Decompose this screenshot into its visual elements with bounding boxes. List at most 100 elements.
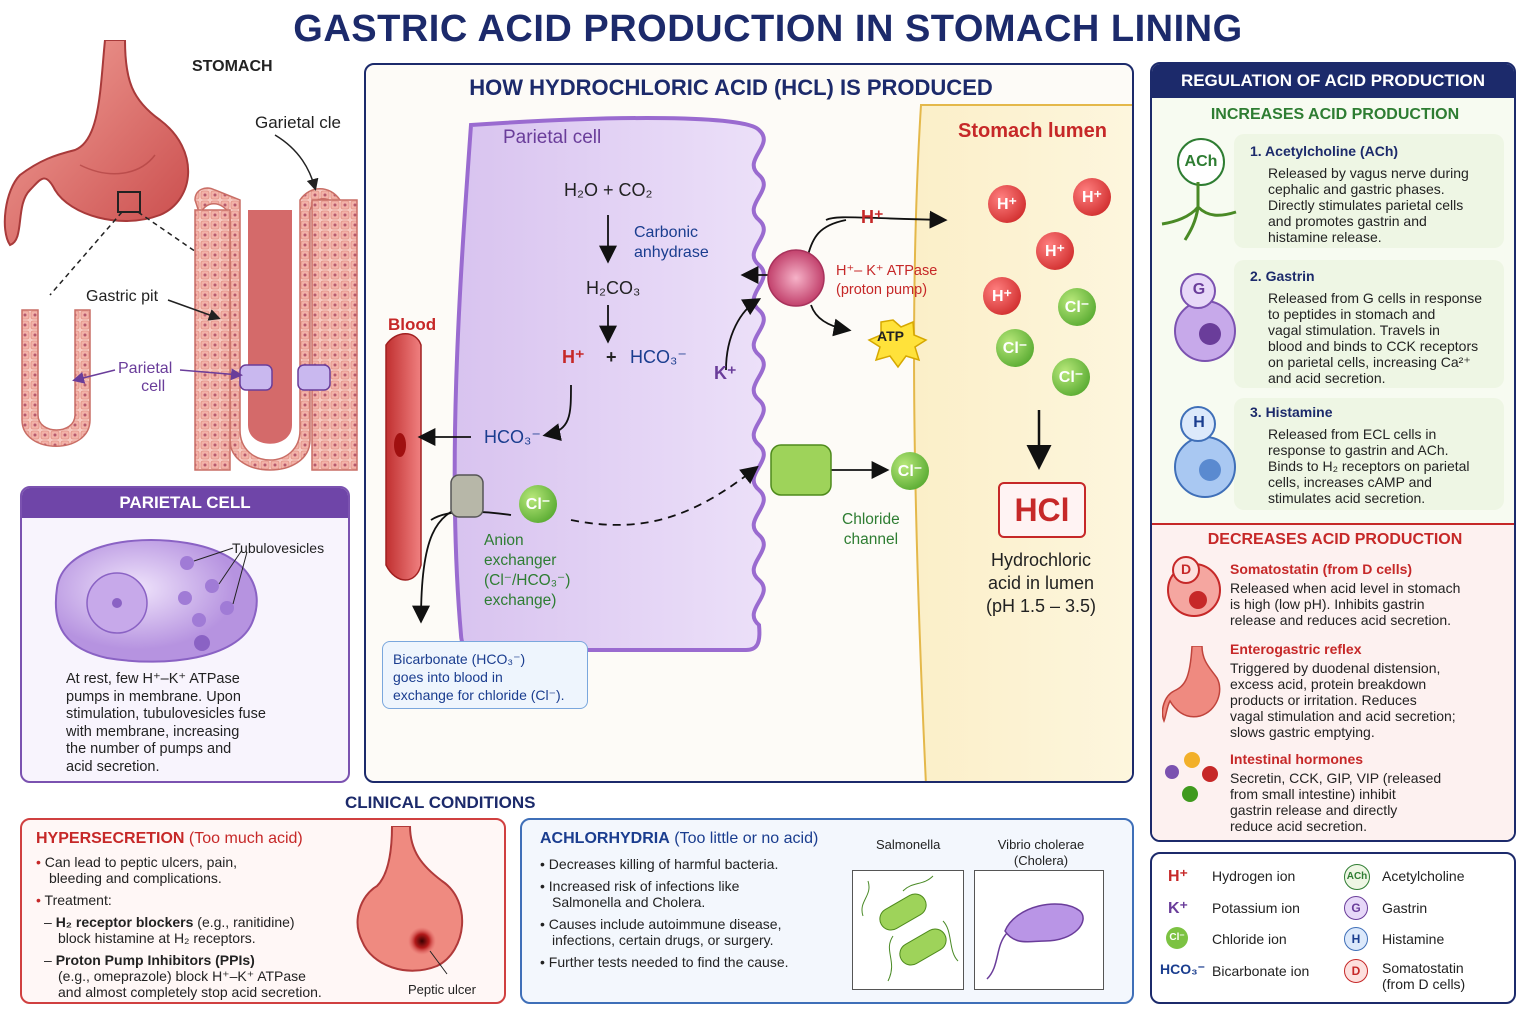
enterogastric-title: Enterogastric reflex xyxy=(1230,641,1362,657)
atp-burst xyxy=(867,319,928,369)
lumen-h-ion-4: H⁺ xyxy=(983,277,1021,315)
legend-name-h: Hydrogen ion xyxy=(1212,868,1296,884)
legend-name-k: Potassium ion xyxy=(1212,900,1300,916)
proton-pump xyxy=(767,249,825,307)
intestinal-title: Intestinal hormones xyxy=(1230,751,1364,767)
neuron-icon xyxy=(1161,182,1237,241)
parietal-cell-illustration xyxy=(54,539,258,663)
achlor-bullet-1: • Decreases killing of harmful bacteria. xyxy=(540,856,779,872)
achlorhydria-list: • Decreases killing of harmful bacteria.… xyxy=(540,856,840,976)
legend-name-histamine: Histamine xyxy=(1382,931,1445,947)
gastrin-card: 2. Gastrin Released from G cells in resp… xyxy=(1234,260,1504,388)
chloride-channel xyxy=(770,444,832,496)
legend-sym-h: H⁺ xyxy=(1168,868,1188,885)
hyper-bullet-2: • Treatment: xyxy=(36,892,112,908)
hyper-bullet-1: • Can lead to peptic ulcers, pain,bleedi… xyxy=(36,854,238,886)
salmonella-label: Salmonella xyxy=(876,837,941,852)
legend-sym-k: K⁺ xyxy=(1168,900,1188,917)
stomach-small-icon xyxy=(1162,646,1221,724)
lumen-cl-ion-3: Cl⁻ xyxy=(1052,358,1090,396)
legend-panel: H⁺ Hydrogen ion K⁺ Potassium ion Cl⁻ Chl… xyxy=(1150,852,1516,1004)
stomach-lumen-title: Stomach lumen xyxy=(958,120,1107,142)
gastrin-title: 2. Gastrin xyxy=(1250,268,1315,284)
hypersecretion-panel: HYPERSECRETION (Too much acid) • Can lea… xyxy=(20,818,506,1004)
lumen-cl-ion-2: Cl⁻ xyxy=(996,329,1034,367)
achlorhydria-panel: ACHLORHYDRIA (Too little or no acid) • D… xyxy=(520,818,1134,1004)
g-cell-icon xyxy=(1174,273,1236,362)
regulation-header: REGULATION OF ACID PRODUCTION xyxy=(1152,64,1514,98)
peptic-ulcer-label: Peptic ulcer xyxy=(408,982,476,997)
hormones-icon xyxy=(1165,752,1218,802)
hco3-left-label: HCO₃⁻ xyxy=(484,427,541,447)
h-icon-letter: H xyxy=(1193,414,1205,431)
legend-name-ach: Acetylcholine xyxy=(1382,868,1465,884)
page-title: GASTRIC ACID PRODUCTION IN STOMACH LININ… xyxy=(293,8,1243,50)
legend-name-g: Gastrin xyxy=(1382,900,1428,916)
clinical-header: CLINICAL CONDITIONS xyxy=(345,793,536,812)
increases-header: INCREASES ACID PRODUCTION xyxy=(1210,106,1460,123)
legend-sym-g: G xyxy=(1344,896,1368,920)
enterogastric-description: Triggered by duodenal distension,excess … xyxy=(1230,660,1456,740)
hcl-badge: HCl xyxy=(998,482,1086,538)
stomach-label: STOMACH xyxy=(192,58,273,75)
d-cell-icon xyxy=(1167,556,1221,617)
atp-label: ATP xyxy=(877,328,904,344)
stomach-shape xyxy=(3,40,190,247)
lumen-h-ion-2: H⁺ xyxy=(1073,178,1111,216)
proton-pump-label: H⁺– K⁺ ATPase(proton pump) xyxy=(836,263,938,298)
parietal-cell-title: Parietal cell xyxy=(503,127,602,148)
regulation-panel: REGULATION OF ACID PRODUCTION INCREASES … xyxy=(1150,62,1516,842)
ach-card: 1. Acetylcholine (ACh) Released by vagus… xyxy=(1234,134,1504,248)
cl-ion-exchanger: Cl⁻ xyxy=(519,485,557,523)
legend-sym-histamine: H xyxy=(1344,927,1368,951)
salmonella-image xyxy=(852,870,964,990)
gastric-pit-label: Gastric pit xyxy=(86,288,159,305)
lumen-h-ion-1: H⁺ xyxy=(988,185,1026,223)
hco3-label: HCO₃⁻ xyxy=(630,347,687,367)
legend-sym-hco3: HCO₃⁻ xyxy=(1160,961,1205,977)
parietal-cell-label: Parietal cell xyxy=(118,360,173,395)
achlor-bullet-3: • Causes include autoimmune disease,infe… xyxy=(540,916,782,948)
d-icon-letter: D xyxy=(1180,561,1192,577)
k-plus-label: K⁺ xyxy=(714,363,737,383)
parietal-cell-panel: PARIETAL CELL Tubulovesicles At rest, fe… xyxy=(20,486,350,783)
legend-name-hco3: Bicarbonate ion xyxy=(1212,963,1310,979)
ulcer-stomach-illustration xyxy=(356,826,464,975)
mechanism-panel: HOW HYDROCHLORIC ACID (HCL) IS PRODUCED … xyxy=(364,63,1134,783)
vibrio-image xyxy=(974,870,1104,990)
h2co3-label: H₂CO₃ xyxy=(586,278,641,298)
h-plus-pump-label: H⁺ xyxy=(861,207,884,227)
mechanism-header: HOW HYDROCHLORIC ACID (HCL) IS PRODUCED xyxy=(469,75,993,100)
h2-blockers-item: – H₂ receptor blockers (e.g., ranitidine… xyxy=(44,914,295,946)
lumen-cl-ion-1: Cl⁻ xyxy=(1058,288,1096,326)
blood-label: Blood xyxy=(388,315,437,334)
ach-title: 1. Acetylcholine (ACh) xyxy=(1250,143,1399,159)
hypersecretion-list: • Can lead to peptic ulcers, pain,bleedi… xyxy=(36,854,356,1002)
h-plus-label: H⁺ xyxy=(562,347,585,367)
g-icon-letter: G xyxy=(1192,281,1206,298)
h2o-co2-label: H₂O + CO₂ xyxy=(564,180,653,200)
plus-sign: + xyxy=(606,347,617,367)
hypersecretion-heading: HYPERSECRETION (Too much acid) xyxy=(36,830,303,847)
parietal-cle-label: Garietal cle xyxy=(255,113,341,132)
somatostatin-title: Somatostatin (from D cells) xyxy=(1230,561,1413,577)
ppi-item: – Proton Pump Inhibitors (PPIs)(e.g., om… xyxy=(44,952,322,1000)
parietal-cell-header: PARIETAL CELL xyxy=(22,488,348,518)
tubulovesicles-label: Tubulovesicles xyxy=(232,540,325,556)
decreases-header: DECREASES ACID PRODUCTION xyxy=(1207,531,1463,548)
legend-sym-cl: Cl⁻ xyxy=(1166,927,1188,949)
zoom-box xyxy=(117,191,141,213)
achlorhydria-heading: ACHLORHYDRIA (Too little or no acid) xyxy=(540,830,819,847)
vibrio-label: Vibrio cholerae(Cholera) xyxy=(997,837,1085,868)
